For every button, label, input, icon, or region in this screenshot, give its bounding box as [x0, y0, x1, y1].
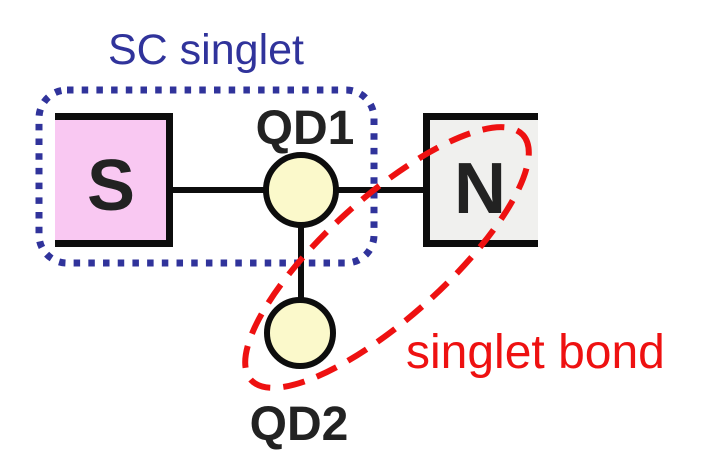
- superconductor-box: [55, 113, 170, 247]
- n-lead-label: N: [454, 149, 506, 229]
- s-lead-label: S: [87, 146, 135, 226]
- normal-lead-box: [423, 113, 538, 247]
- qd2-label: QD2: [250, 398, 349, 451]
- sc-singlet-outline: [35, 86, 378, 267]
- singlet-bond-label: singlet bond: [406, 326, 665, 379]
- singlet-bond-ellipse: [242, 124, 532, 391]
- qd2-dot: [264, 297, 336, 369]
- superconductor-box-border: [55, 113, 173, 247]
- qd1-label: QD1: [256, 102, 355, 155]
- qd1-dot: [263, 152, 339, 228]
- sc-singlet-label: SC singlet: [108, 26, 304, 74]
